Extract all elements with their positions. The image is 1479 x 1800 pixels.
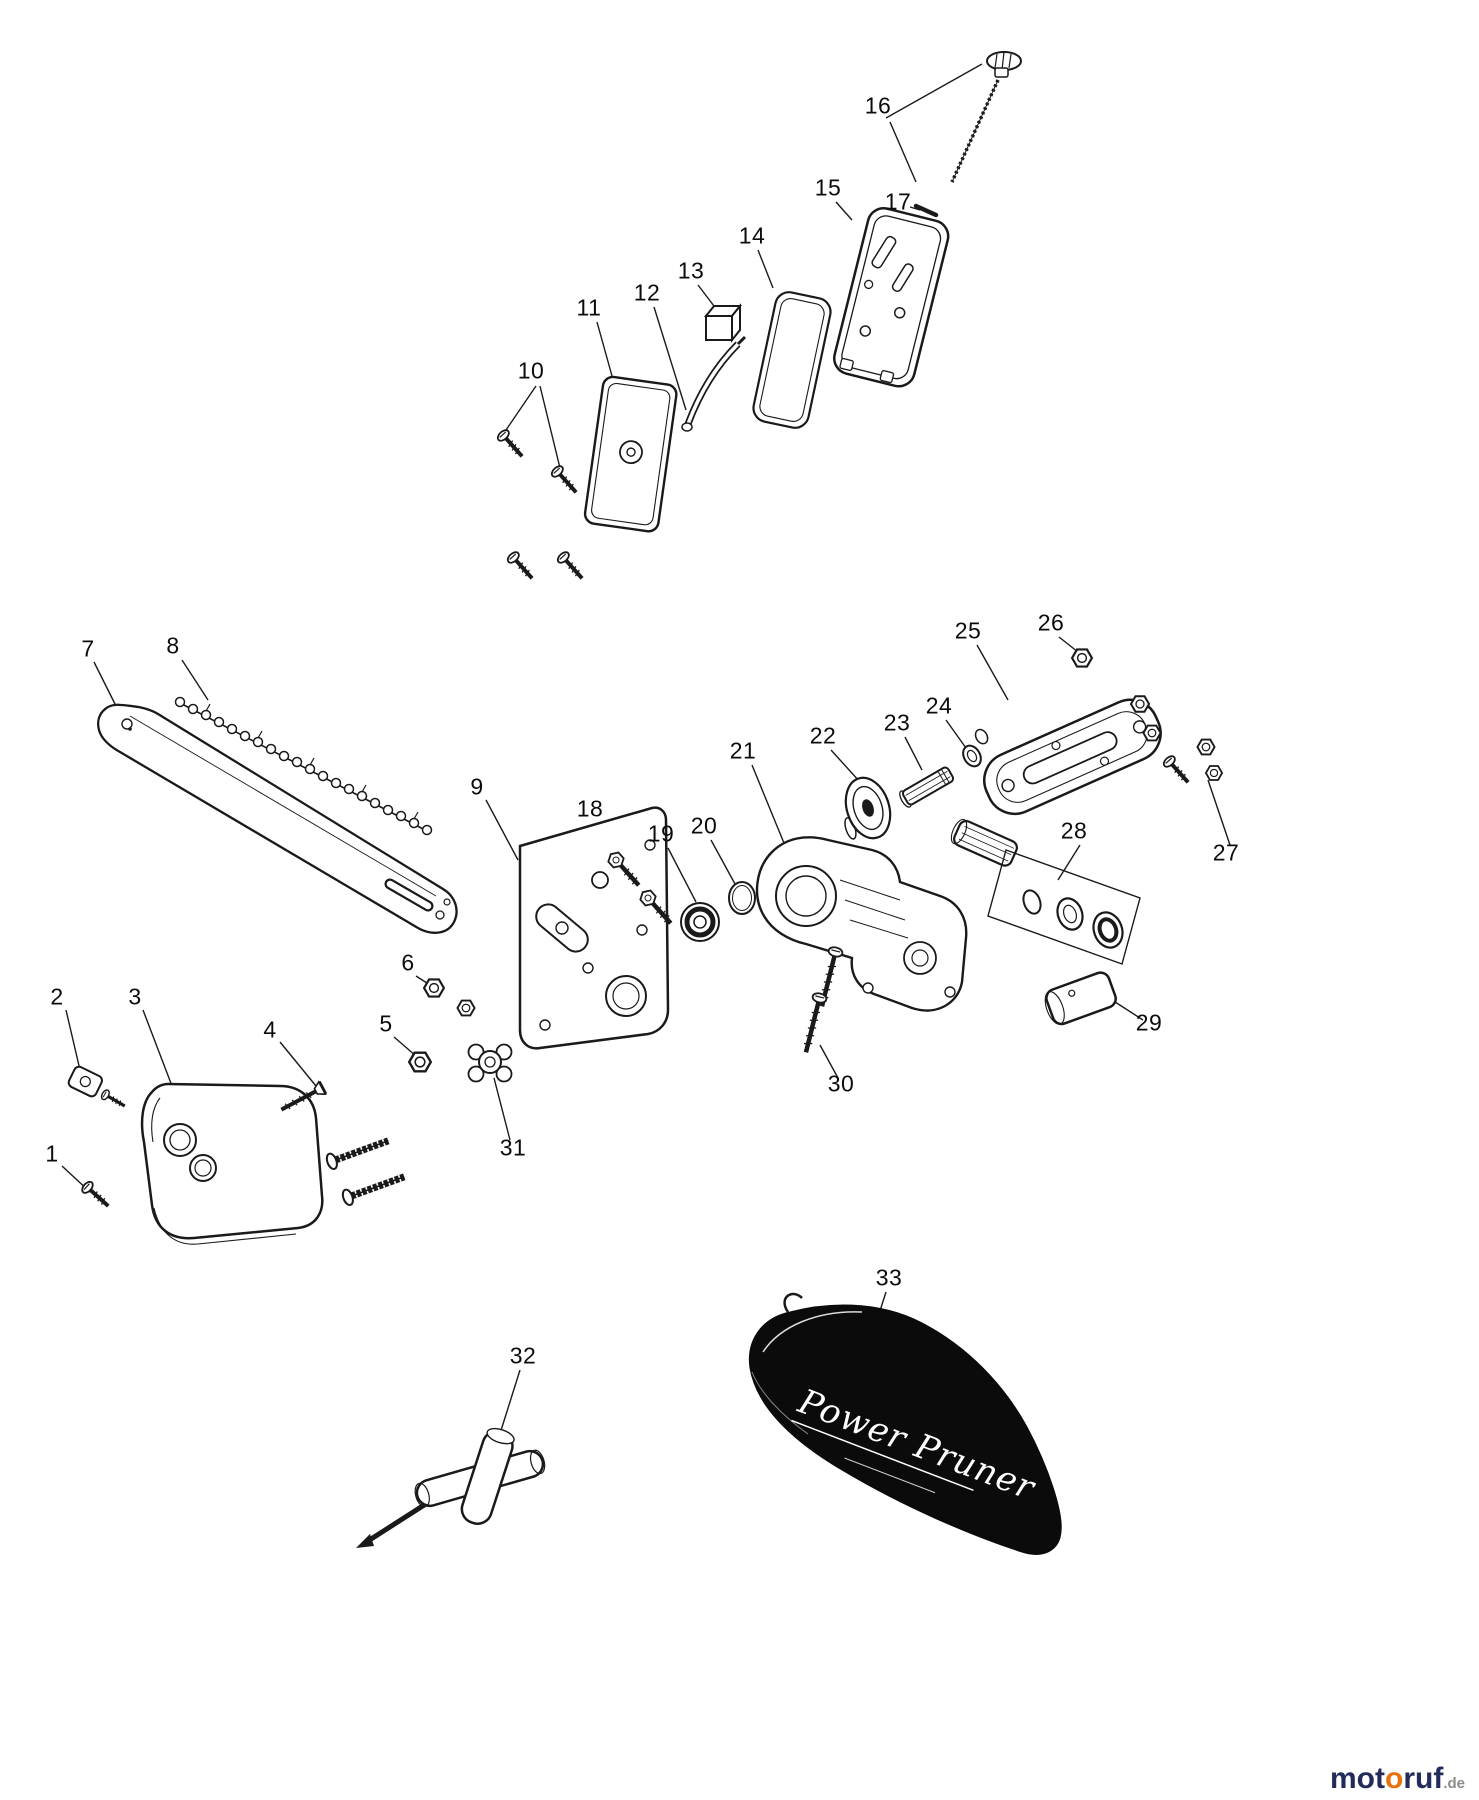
part-28-bearing-set [950,818,1141,965]
part-23-splined-shaft [899,766,955,808]
part-29-spacer-cylinder [1044,971,1117,1026]
part-19-bearing [680,902,720,942]
part-27-nuts-screw [1159,738,1223,789]
watermark: motoruf.de [1330,1764,1465,1794]
watermark-text-2: ruf [1403,1762,1444,1795]
part-9-mounting-plate [518,806,670,1050]
part-33-bar-cover-bag: Power Pruner [748,1292,1062,1555]
part-8-saw-chain [174,696,433,836]
watermark-accent-o: o [1384,1762,1404,1795]
part-30-screws [799,946,843,1054]
part-1-screw [78,1177,115,1213]
part-3-chain-cover [140,1082,324,1245]
part-31-sprocket-spider [467,1043,513,1083]
part-20-o-ring [728,881,756,915]
part-21-gear-housing [755,836,968,1012]
part-32-t-wrench [356,1427,546,1548]
watermark-text-1: mot [1329,1762,1385,1795]
watermark-suffix: .de [1443,1775,1465,1792]
part-15-oil-tank [833,207,950,388]
part-10-screws [493,426,589,585]
part-5-nut [408,1051,432,1073]
part-12-oil-tube [681,335,747,432]
part-2-clamp [67,1065,129,1113]
part-7-guide-bar [97,703,458,934]
part-13-connector-block [703,303,743,343]
part-6-nuts [423,978,476,1017]
part-11-side-plate [583,375,678,533]
part-24-collar [962,728,989,768]
leader-lines [61,63,1231,1441]
part-25-cover-plate [983,698,1162,816]
part-16-oil-cap-dipstick [950,51,1022,183]
part-22-clutch-drum [844,776,892,840]
part-17-pin [913,203,939,218]
part-14-gasket [752,291,832,429]
part-26-nut [1070,648,1094,668]
